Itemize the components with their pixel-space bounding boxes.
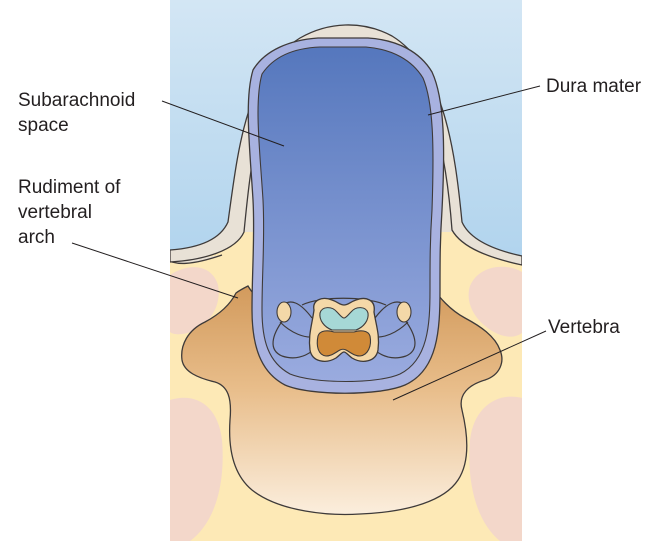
muscle-left-upper bbox=[170, 267, 219, 335]
label-subarachnoid-space: Subarachnoid space bbox=[18, 88, 135, 138]
leader-subarachnoid bbox=[161, 100, 285, 147]
muscle-left-lower bbox=[170, 397, 223, 541]
leader-vertebra bbox=[392, 330, 547, 401]
label-dura-mater: Dura mater bbox=[546, 76, 642, 97]
label-rudiment-line3: arch bbox=[18, 227, 55, 248]
grey-matter-ventral bbox=[316, 330, 372, 357]
label-vertebra: Vertebra bbox=[548, 317, 620, 338]
leader-rudiment bbox=[71, 242, 239, 299]
label-subarachnoid-line1: Subarachnoid bbox=[18, 90, 136, 111]
label-rudiment-line2: vertebral bbox=[18, 202, 92, 223]
label-rudiment-of-vertebral-arch: Rudiment of vertebral arch bbox=[18, 175, 120, 250]
grey-matter-dorsal bbox=[319, 307, 369, 331]
leader-dura bbox=[427, 85, 541, 116]
muscle-right-lower bbox=[469, 396, 522, 541]
ganglion-right bbox=[396, 301, 412, 323]
label-rudiment-line1: Rudiment of bbox=[18, 177, 121, 198]
leader-lines bbox=[71, 85, 547, 401]
ganglion-left bbox=[276, 301, 292, 323]
label-subarachnoid-line2: space bbox=[18, 115, 69, 136]
subarachnoid-space-shape bbox=[257, 46, 434, 382]
muscle-right-upper bbox=[468, 266, 522, 337]
